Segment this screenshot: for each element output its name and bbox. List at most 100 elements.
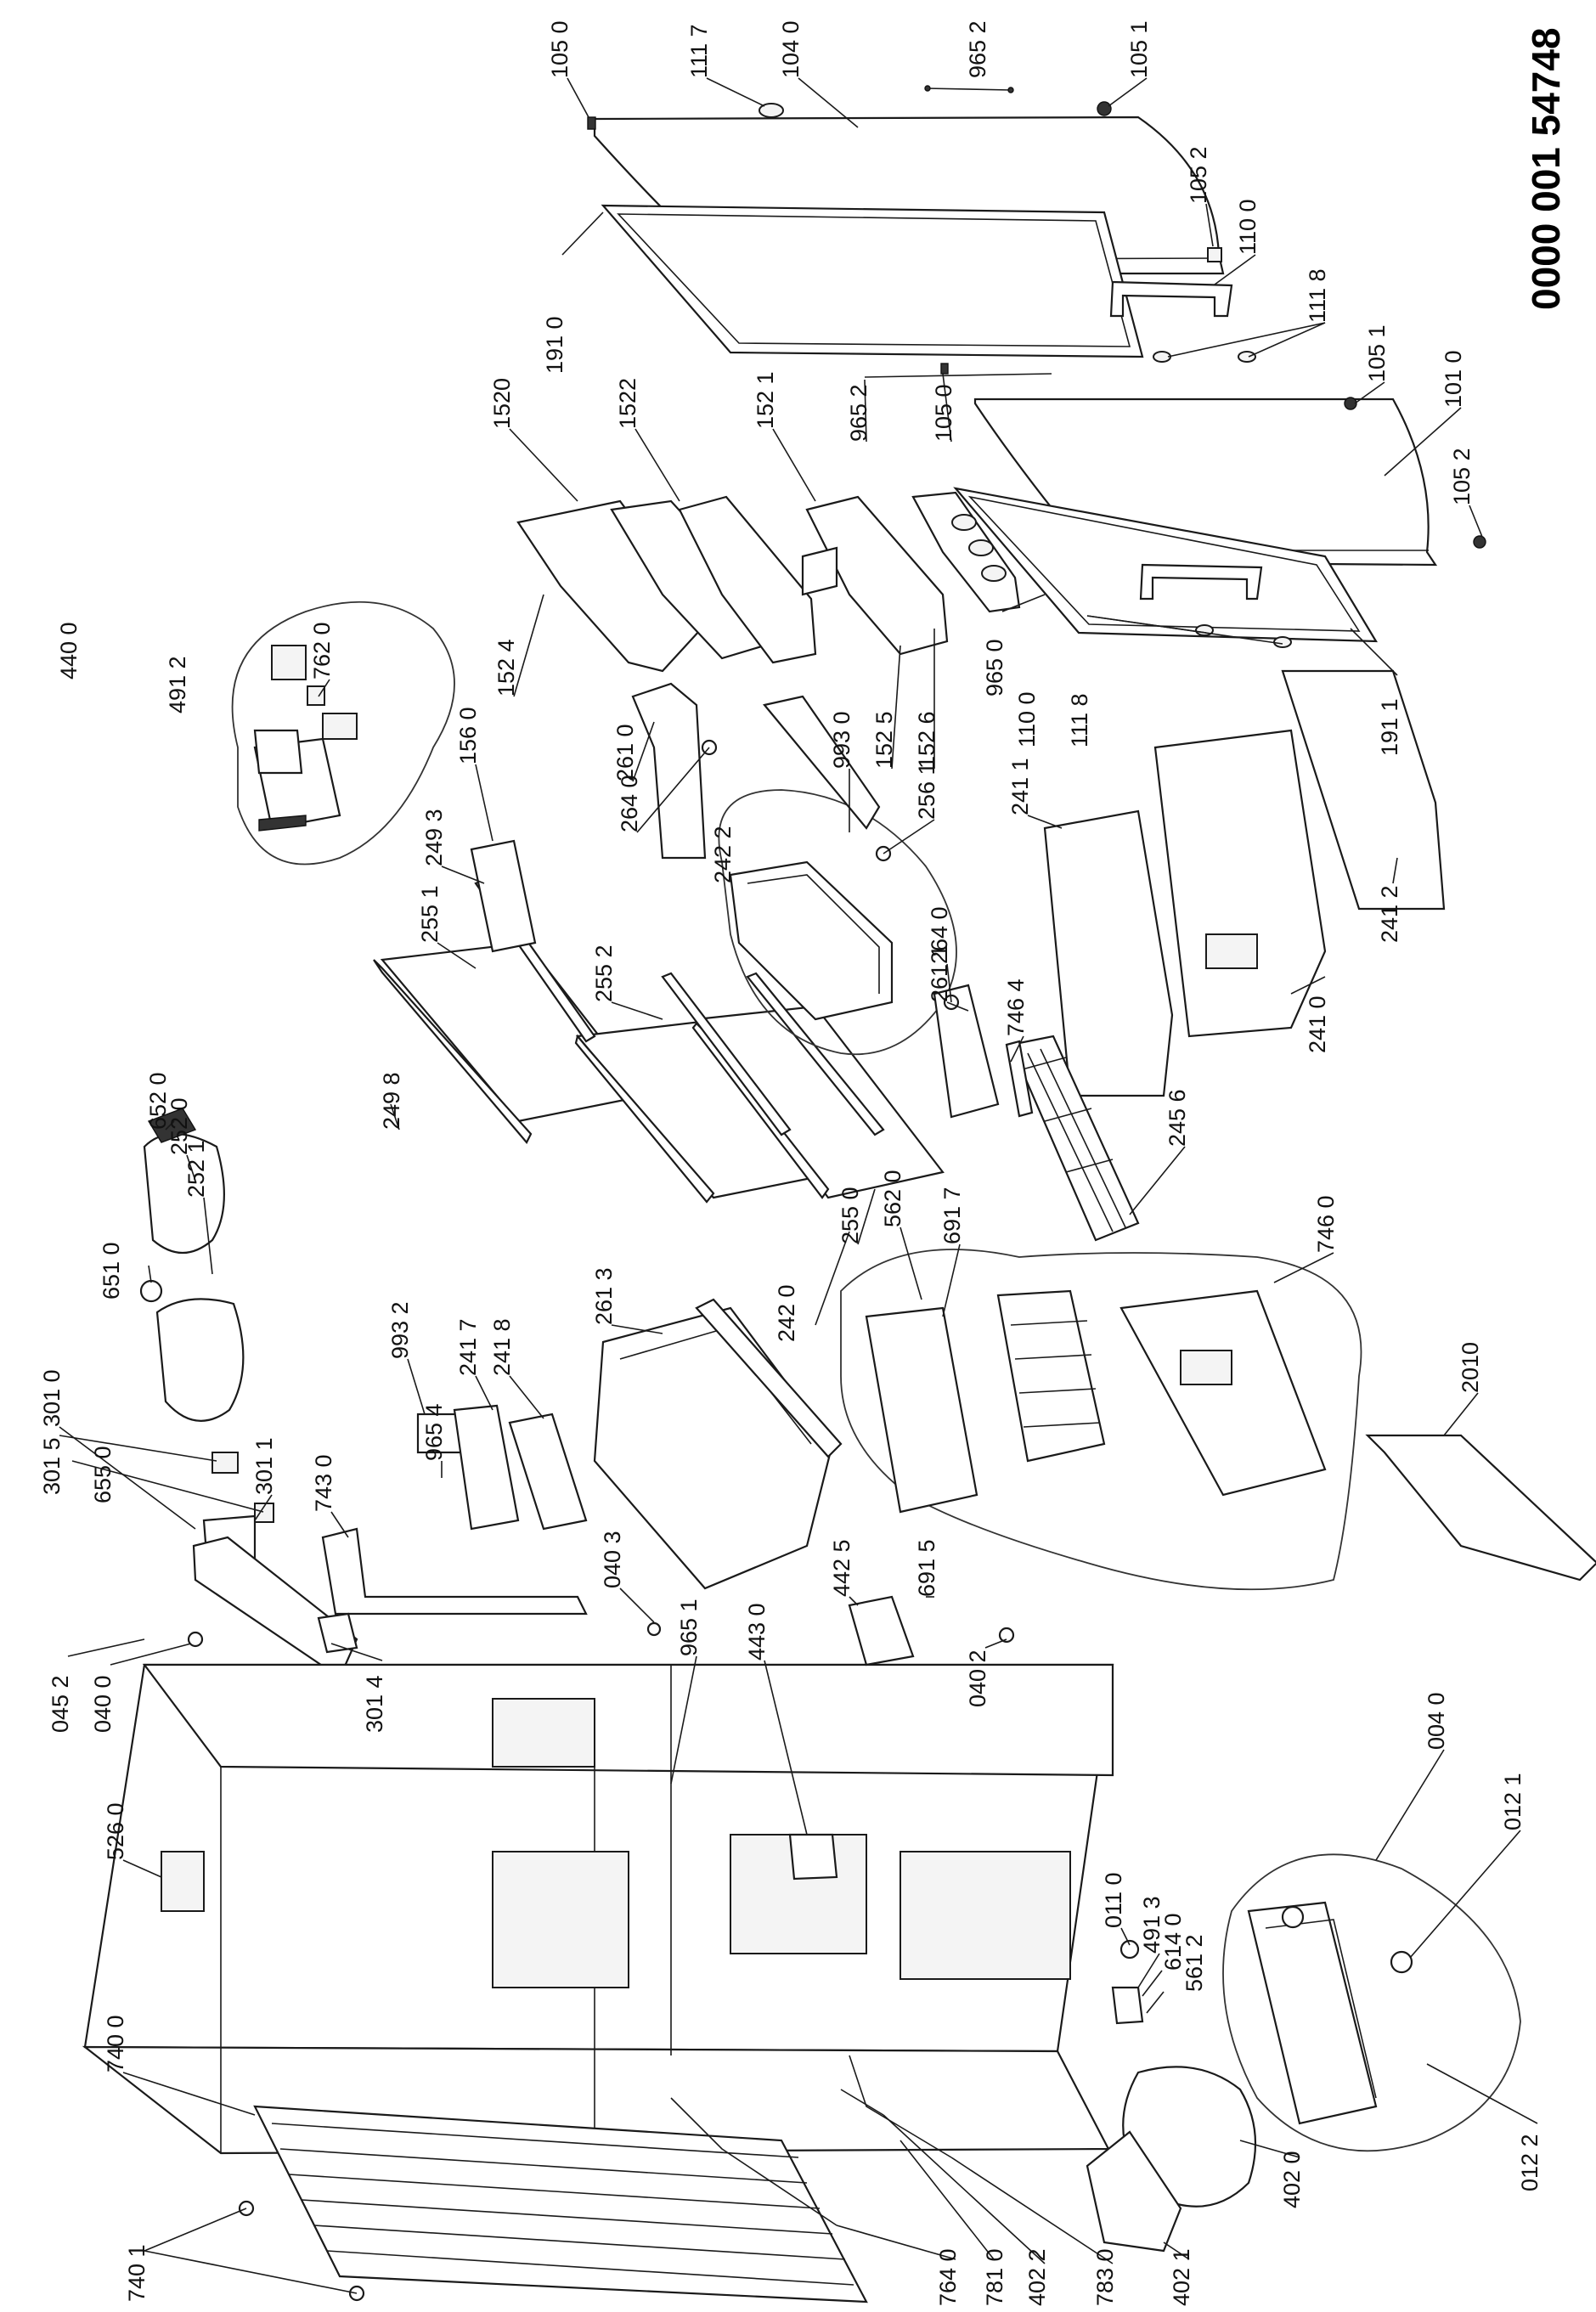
- part-label: 242 0: [774, 1284, 799, 1342]
- part-label: 241 1: [1007, 758, 1033, 815]
- part-label: 561 2: [1181, 1934, 1207, 1992]
- freezer-drawer-241-2: [1281, 669, 1446, 911]
- part-label: 105 1: [1364, 324, 1390, 382]
- shelf-trim-255-2: [661, 972, 792, 1136]
- board-301-5: [211, 1452, 239, 1474]
- part-label: 402 0: [1279, 2151, 1305, 2208]
- screw-105-1: [1097, 101, 1112, 116]
- part-label: 101 0: [1441, 350, 1466, 408]
- evaporator-group: [840, 1249, 1362, 1591]
- component-526-0: [161, 1851, 205, 1912]
- part-label: 241 7: [455, 1318, 481, 1376]
- part-label: 152 6: [914, 711, 939, 769]
- part-label: 105 0: [931, 384, 956, 442]
- part-label: 152 1: [753, 371, 778, 429]
- part-label: 1520: [489, 378, 515, 429]
- cover-402-1: [1086, 2130, 1182, 2253]
- part-label: 045 2: [48, 1675, 73, 1733]
- part-label: 241 2: [1377, 885, 1402, 943]
- part-label: 156 0: [455, 707, 481, 764]
- part-label: 011 0: [1101, 1872, 1126, 1928]
- relay-491-3: [1111, 1986, 1144, 2025]
- part-label: 402 1: [1169, 2248, 1194, 2306]
- part-label: 012 1: [1500, 1773, 1526, 1830]
- part-label: 249 3: [421, 809, 447, 866]
- handle-110-0: [1109, 280, 1233, 318]
- part-label: 301 0: [39, 1369, 65, 1427]
- part-label: 965 4: [421, 1403, 447, 1461]
- hinge-040-2: [998, 1627, 1015, 1644]
- sensor-762-0: [307, 685, 325, 706]
- cover-301-4: [317, 1612, 358, 1654]
- foot-011-0: [1119, 1939, 1140, 1960]
- part-label: 993 2: [387, 1301, 413, 1359]
- crisper-group: [718, 789, 957, 1056]
- part-label: 691 7: [939, 1187, 965, 1244]
- part-label: 491 3: [1139, 1896, 1165, 1954]
- part-label: 110 0: [1014, 691, 1040, 747]
- lamp-assembly: [139, 1108, 245, 1422]
- vent-743-0: [321, 1527, 588, 1616]
- pipe-402-2: [840, 2089, 884, 2116]
- handle-lower: [1139, 563, 1263, 601]
- part-label: 261 1: [927, 945, 952, 1002]
- drawer-242-0: [593, 1306, 834, 1590]
- part-label: 1522: [615, 378, 640, 429]
- part-label: 040 3: [600, 1531, 625, 1588]
- part-label: 242 2: [710, 826, 736, 883]
- fan-motor-442-5: [848, 1595, 915, 1666]
- part-label: 443 0: [744, 1603, 770, 1661]
- part-label: 040 2: [965, 1649, 990, 1707]
- fan-cover: [1119, 1289, 1327, 1497]
- board-655-0: [254, 1503, 274, 1523]
- part-label: 004 0: [1424, 1692, 1449, 1750]
- bar-261-3: [695, 1298, 843, 1458]
- door-bins: [516, 491, 1021, 673]
- part-labels: 105 0 111 7 104 0 965 2 105 1 105 2 110 …: [39, 20, 1542, 2306]
- condenser-coil: [253, 2105, 868, 2304]
- part-label: 111 7: [686, 24, 712, 78]
- part-label: 965 0: [982, 639, 1007, 696]
- part-label: 252 1: [183, 1140, 209, 1198]
- part-label: 965 2: [846, 384, 871, 442]
- part-label: 152 5: [871, 711, 897, 769]
- upper-door-gasket: [601, 204, 1144, 358]
- part-label: 152 4: [493, 639, 519, 696]
- part-label: 255 1: [417, 885, 443, 943]
- part-label: 249 8: [379, 1072, 404, 1130]
- part-label: 965 1: [676, 1599, 702, 1656]
- part-label: 655 0: [90, 1446, 116, 1503]
- freezer-drawer-241-0: [1153, 729, 1327, 1038]
- part-label: 111 8: [1067, 693, 1092, 747]
- part-label: 743 0: [311, 1454, 336, 1512]
- part-label: 562 0: [880, 1170, 905, 1227]
- part-label: 965 2: [965, 20, 990, 78]
- shelf-clip-156-0: [470, 839, 537, 953]
- part-label: 111 8: [1305, 268, 1330, 323]
- trim-746-4: [1005, 1040, 1034, 1118]
- rear-panel-2010: [1365, 1434, 1596, 1582]
- part-label: 526 0: [103, 1802, 128, 1860]
- compressor-plate: [1247, 1901, 1378, 2125]
- rail-261-1: [933, 984, 1000, 1119]
- lamp-module-group: [231, 601, 455, 866]
- part-label: 746 0: [1313, 1195, 1339, 1253]
- wire-grid: [1018, 1048, 1126, 1232]
- part-label: 781 0: [982, 2248, 1007, 2306]
- hinge-040-0: [187, 1631, 204, 1648]
- shelf-trim-255-0: [746, 972, 885, 1136]
- part-label: 740 0: [103, 2015, 128, 2072]
- part-label: 105 2: [1186, 146, 1211, 204]
- part-label: 301 5: [39, 1437, 65, 1495]
- part-label: 104 0: [778, 20, 804, 78]
- part-label: 740 1: [124, 2244, 149, 2302]
- shelf-middle: [574, 1018, 843, 1204]
- part-label: 301 1: [251, 1437, 277, 1495]
- part-label: 264 0: [927, 906, 952, 964]
- hinge-105-2: [1207, 247, 1222, 262]
- part-label: 442 5: [829, 1539, 854, 1597]
- refrigerator-cabinet: [82, 1663, 1114, 2155]
- cover-993-0: [763, 695, 881, 830]
- part-241-8: [508, 1413, 588, 1531]
- part-label: 691 5: [914, 1539, 939, 1597]
